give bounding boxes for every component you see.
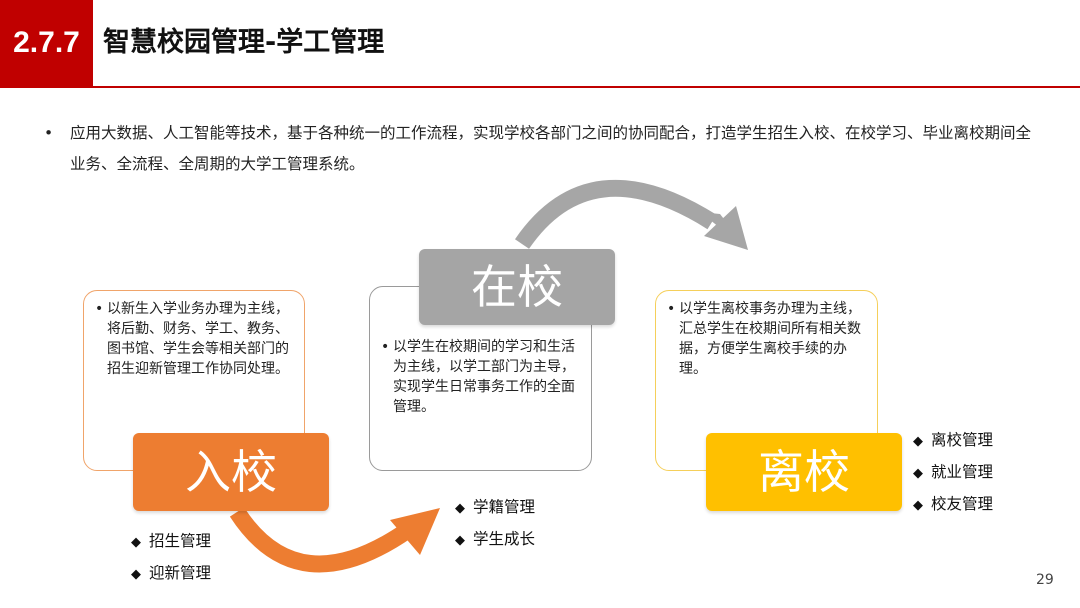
list-item: ◆离校管理	[913, 425, 993, 457]
curved-arrow-gray-icon	[514, 179, 748, 250]
header-divider	[0, 86, 1080, 88]
stage-leave: 离校	[706, 433, 902, 511]
leave-description: 以学生离校事务办理为主线，汇总学生在校期间所有相关数据，方便学生离校手续的办理。	[679, 301, 861, 377]
enroll-description: 以新生入学业务办理为主线，将后勤、财务、学工、教务、图书馆、学生会等相关部门的招…	[107, 301, 289, 377]
card-bullet-icon: •	[95, 301, 104, 317]
list-item: ◆就业管理	[913, 457, 993, 489]
section-number-badge: 2.7.7	[0, 0, 93, 86]
study-description: 以学生在校期间的学习和生活为主线，以学工部门为主导，实现学生日常事务工作的全面管…	[393, 339, 575, 415]
diamond-bullet-icon: ◆	[913, 498, 923, 513]
list-item: ◆招生管理	[131, 526, 211, 558]
stage-study: 在校	[419, 249, 615, 325]
leave-item-list: ◆离校管理 ◆就业管理 ◆校友管理	[913, 425, 993, 521]
study-item-list: ◆学籍管理 ◆学生成长	[455, 492, 535, 556]
list-item: ◆学籍管理	[455, 492, 535, 524]
page-number: 29	[1036, 572, 1054, 588]
diamond-bullet-icon: ◆	[913, 434, 923, 449]
list-item: ◆校友管理	[913, 489, 993, 521]
stage-enroll: 入校	[133, 433, 329, 511]
diamond-bullet-icon: ◆	[455, 501, 465, 516]
diamond-bullet-icon: ◆	[131, 567, 141, 582]
intro-bullet-icon: •	[44, 124, 54, 142]
intro-paragraph: • 应用大数据、人工智能等技术，基于各种统一的工作流程，实现学校各部门之间的协同…	[44, 118, 1044, 180]
intro-text: 应用大数据、人工智能等技术，基于各种统一的工作流程，实现学校各部门之间的协同配合…	[70, 124, 1032, 173]
curved-arrow-orange-icon	[229, 507, 440, 573]
list-item: ◆迎新管理	[131, 558, 211, 590]
enroll-item-list: ◆招生管理 ◆迎新管理	[131, 526, 211, 590]
diamond-bullet-icon: ◆	[455, 533, 465, 548]
diamond-bullet-icon: ◆	[913, 466, 923, 481]
card-bullet-icon: •	[381, 339, 390, 355]
page-title: 智慧校园管理-学工管理	[103, 27, 385, 58]
list-item: ◆学生成长	[455, 524, 535, 556]
card-bullet-icon: •	[667, 301, 676, 317]
diamond-bullet-icon: ◆	[131, 535, 141, 550]
